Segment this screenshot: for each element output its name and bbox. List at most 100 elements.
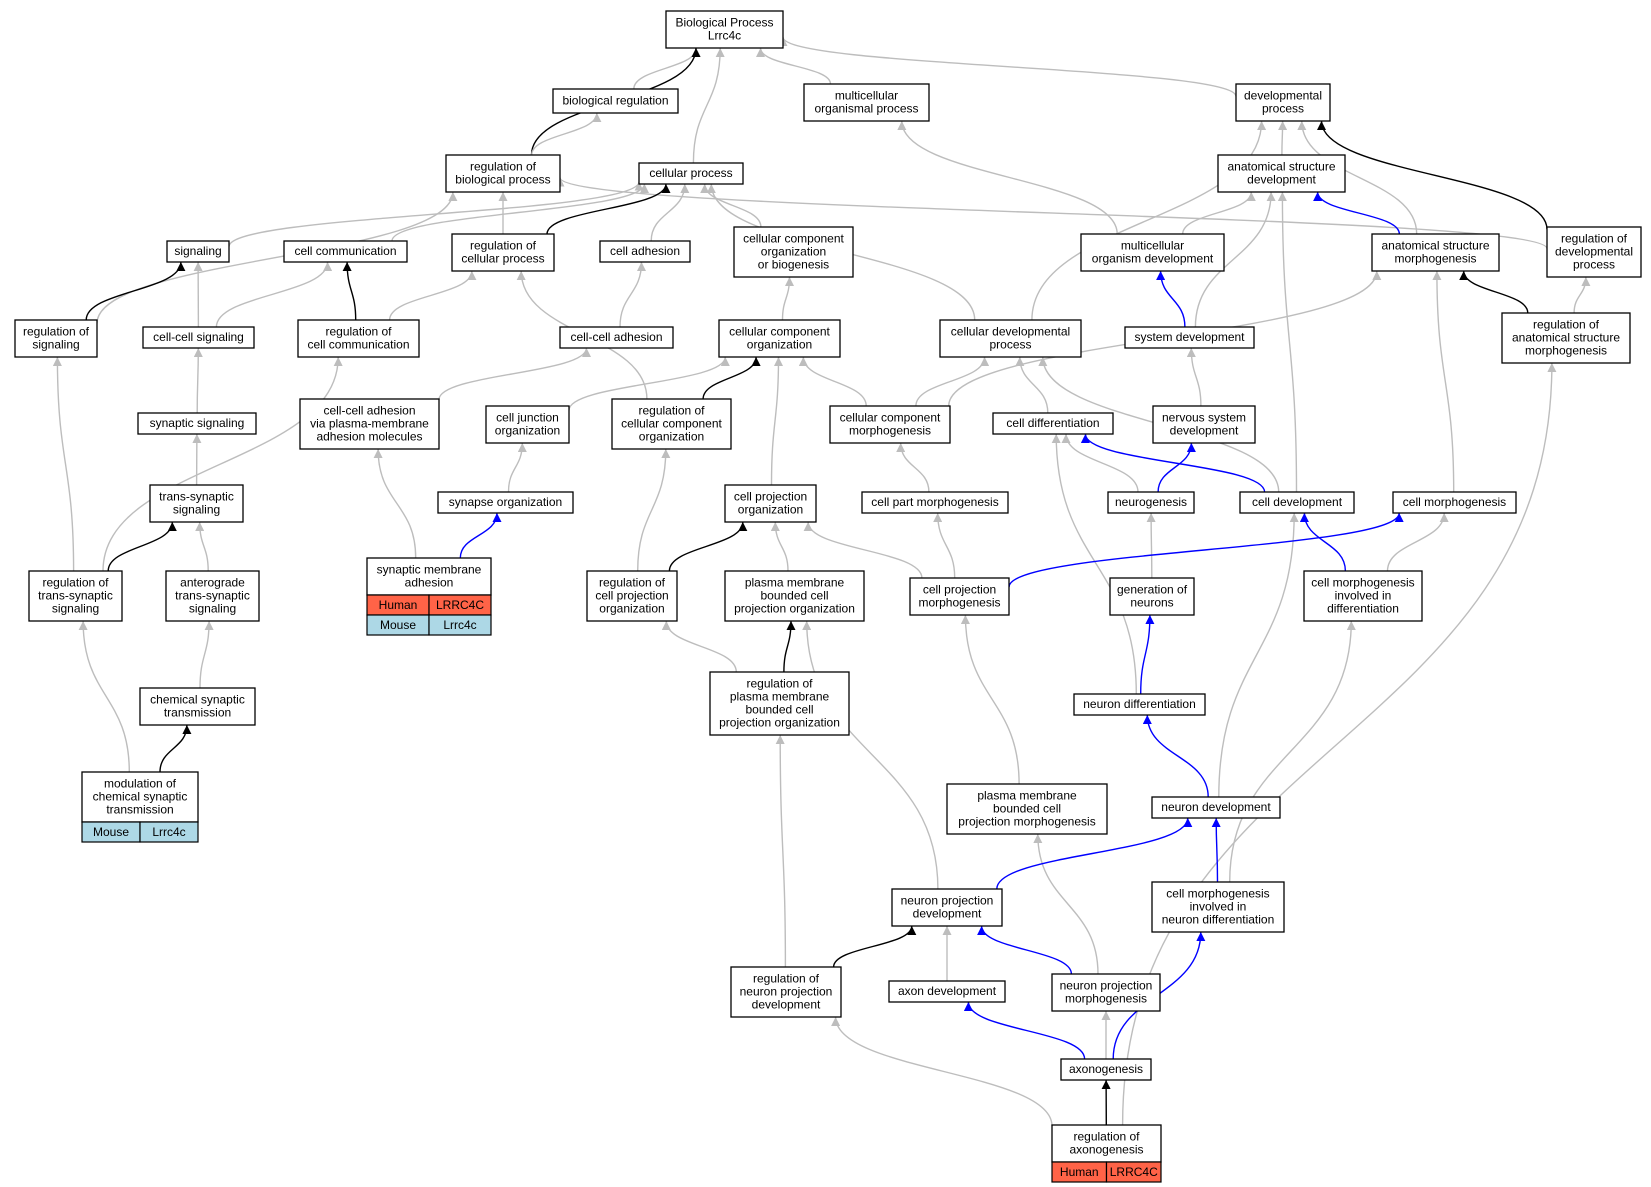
go-term-axonogenesis[interactable]: axonogenesis xyxy=(1060,1058,1152,1081)
go-term-label: or biogenesis xyxy=(758,258,829,272)
edge-cell-differentiation-to-cellular-developmental-process xyxy=(1015,356,1049,414)
go-term-label: projection organization xyxy=(719,716,840,730)
edge-neuron-differentiation-to-generation-of-neurons xyxy=(1140,614,1155,695)
go-term-label: signaling xyxy=(52,602,99,616)
go-term-cell-cell-adhesion[interactable]: cell-cell adhesion xyxy=(559,326,674,349)
go-term-box xyxy=(1051,1124,1162,1163)
go-term-neuron-development[interactable]: neuron development xyxy=(1151,796,1281,819)
go-term-label: cell projection xyxy=(595,589,668,603)
go-term-box xyxy=(1303,570,1423,622)
go-term-label: cell morphogenesis xyxy=(1166,887,1269,901)
edge-cell-projection-morphogenesis-to-cell-part-morphogenesis xyxy=(933,512,956,579)
go-term-box xyxy=(724,484,817,523)
edge-anatomical-structure-development-to-developmental-process xyxy=(1278,120,1288,156)
go-term-label: development xyxy=(913,907,982,921)
go-term-box xyxy=(559,326,674,349)
go-term-neuron-differentiation[interactable]: neuron differentiation xyxy=(1073,693,1206,716)
go-term-label: organization xyxy=(738,503,803,517)
go-term-cell-differentiation[interactable]: cell differentiation xyxy=(992,412,1114,435)
edge-neuron-projection-development-to-plasma-membrane-bounded-cell-projection-organization xyxy=(802,620,939,890)
edge-signaling-to-cellular-process xyxy=(228,181,644,247)
go-term-cell-cell-signaling[interactable]: cell-cell signaling xyxy=(142,326,255,349)
go-term-box xyxy=(803,83,930,122)
go-term-box xyxy=(445,154,561,193)
go-term-axon-development[interactable]: axon development xyxy=(888,980,1006,1003)
go-term-label: signaling xyxy=(189,602,236,616)
go-term-cellular-process[interactable]: cellular process xyxy=(638,162,744,185)
edge-nervous-system-development-to-system-development xyxy=(1186,347,1202,407)
go-term-biological-regulation[interactable]: biological regulation xyxy=(552,88,679,114)
go-term-cell-adhesion[interactable]: cell adhesion xyxy=(599,240,691,263)
edge-neuron-development-to-neuron-differentiation xyxy=(1142,714,1209,798)
go-term-box xyxy=(166,240,230,263)
go-term-synapse-organization[interactable]: synapse organization xyxy=(437,491,574,514)
go-term-label: plasma membrane xyxy=(730,690,830,704)
go-term-signaling[interactable]: signaling xyxy=(166,240,230,263)
go-term-box xyxy=(28,570,123,622)
go-term-cell-communication[interactable]: cell communication xyxy=(283,240,408,263)
edge-regulation-of-signaling-to-regulation-of-biological-process xyxy=(96,191,458,324)
edge-anterograde-trans-synaptic-signaling-to-trans-synaptic-signaling xyxy=(195,521,209,572)
go-term-label: Lrrc4c xyxy=(708,29,741,43)
go-term-label: cell communication xyxy=(307,338,409,352)
go-term-synaptic-signaling[interactable]: synaptic signaling xyxy=(137,412,257,435)
edge-synaptic-membrane-adhesion-to-cell-cell-adhesion-via-plasma-membrane xyxy=(373,448,417,559)
go-term-label: organization xyxy=(639,430,704,444)
go-term-label: neuron projection xyxy=(740,985,833,999)
go-term-label: cell morphogenesis xyxy=(1403,495,1506,509)
go-term-cell-development[interactable]: cell development xyxy=(1239,491,1355,514)
go-term-label: signaling xyxy=(174,244,221,258)
go-term-cell-part-morphogenesis[interactable]: cell part morphogenesis xyxy=(861,491,1009,514)
go-term-label: cell part morphogenesis xyxy=(871,495,998,509)
go-term-box xyxy=(137,412,257,435)
edge-cell-development-to-cell-differentiation xyxy=(1080,433,1266,493)
go-term-system-development[interactable]: system development xyxy=(1124,326,1255,349)
go-term-label: multicellular xyxy=(835,89,898,103)
go-term-label: projection morphogenesis xyxy=(958,815,1095,829)
go-term-cell-morphogenesis[interactable]: cell morphogenesis xyxy=(1392,491,1517,514)
go-term-label: trans-synaptic xyxy=(175,589,250,603)
edge-system-development-to-anatomical-structure-development xyxy=(1194,191,1276,328)
edge-plasma-membrane-bounded-cell-projection-morphogenesis-to-cell-projection-morphogenesis xyxy=(960,614,1020,785)
go-term-neurogenesis[interactable]: neurogenesis xyxy=(1107,491,1195,514)
